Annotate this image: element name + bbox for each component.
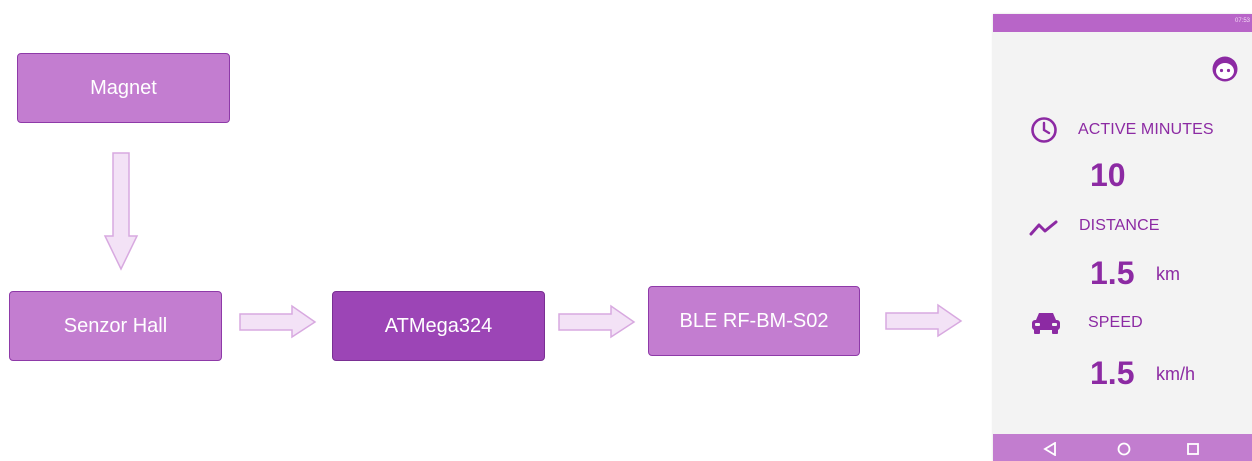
active-minutes-label: ACTIVE MINUTES [1078, 121, 1214, 138]
distance-unit: km [1156, 264, 1180, 284]
atmega-label: ATMega324 [384, 314, 493, 337]
speed-value: 1.5 [1090, 355, 1135, 391]
active-minutes-value: 10 [1090, 157, 1126, 193]
speed-label: SPEED [1088, 314, 1143, 331]
arrow-right-ble-to-phone [885, 303, 963, 338]
back-triangle-icon[interactable] [1043, 442, 1057, 456]
hall-sensor-label: Senzor Hall [63, 314, 168, 337]
speed-unit: km/h [1156, 364, 1196, 384]
phone-screen: 07:53 ACTIVE MINUTES 10 DISTANCE 1.5 km … [993, 14, 1252, 461]
arrow-right-hall-to-mcu [239, 304, 317, 339]
status-bar: 07:53 [993, 14, 1252, 32]
status-time: 07:53 [1234, 18, 1250, 24]
recents-square-icon[interactable] [1186, 442, 1200, 456]
arrow-right-mcu-to-ble [558, 304, 636, 339]
nav-bar [993, 434, 1252, 461]
distance-value: 1.5 [1090, 255, 1135, 291]
home-circle-icon[interactable] [1117, 442, 1131, 456]
clock-icon [1031, 117, 1057, 143]
trend-line-icon [1029, 220, 1058, 236]
distance-label: DISTANCE [1079, 217, 1160, 234]
face-icon[interactable] [1211, 55, 1239, 83]
ble-module-label: BLE RF-BM-S02 [679, 309, 829, 332]
magnet-box: Magnet [17, 53, 230, 123]
ble-module-box: BLE RF-BM-S02 [648, 286, 860, 356]
arrow-down-magnet-to-hall [103, 152, 139, 271]
magnet-label: Magnet [90, 76, 157, 99]
car-icon [1032, 313, 1060, 334]
hall-sensor-box: Senzor Hall [9, 291, 222, 361]
atmega-box: ATMega324 [332, 291, 545, 361]
